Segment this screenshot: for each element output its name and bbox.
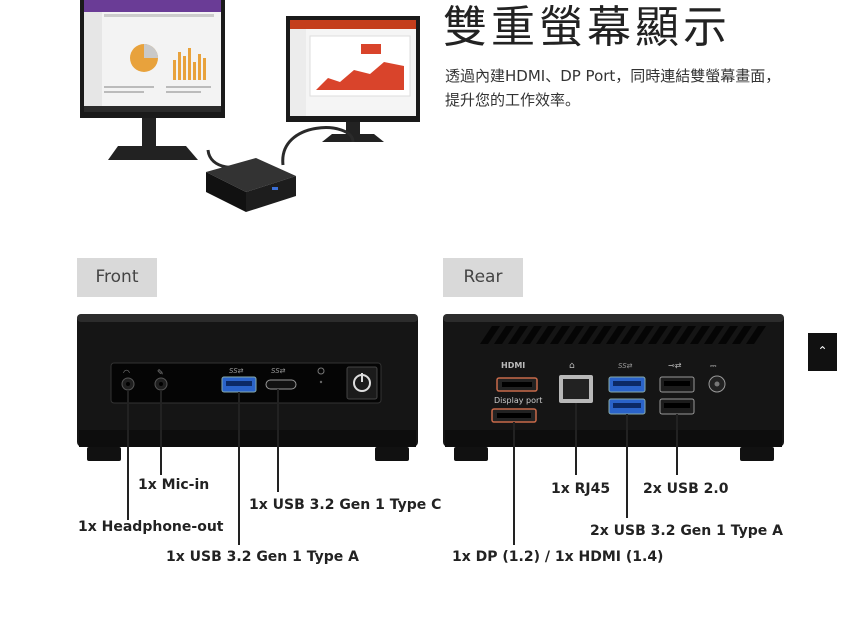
label-usb2: 2x USB 2.0 — [643, 481, 729, 497]
port-label-display-port: Display port — [494, 396, 542, 405]
scroll-to-top-button[interactable]: ⌃ — [808, 333, 837, 371]
tab-rear[interactable]: Rear — [443, 258, 523, 297]
svg-text:⊸⇄: ⊸⇄ — [668, 361, 682, 370]
svg-text:✎: ✎ — [157, 368, 164, 377]
label-mic-in: 1x Mic-in — [138, 477, 210, 493]
label-usb3-type-a-rear: 2x USB 3.2 Gen 1 Type A — [590, 523, 783, 539]
svg-text:⌂: ⌂ — [569, 361, 575, 371]
rear-panel-image: HDMI Display port ⌂ SS⇄ ⊸⇄ ⎓ — [443, 314, 784, 545]
svg-text:◠: ◠ — [123, 368, 130, 377]
hero-title: 雙重螢幕顯示 — [443, 2, 731, 53]
port-label-hdmi: HDMI — [501, 361, 525, 370]
dual-monitor-illustration — [80, 0, 420, 212]
power-button — [346, 366, 378, 400]
label-headphone-out: 1x Headphone-out — [78, 519, 224, 535]
tab-front[interactable]: Front — [77, 258, 157, 297]
label-rj45: 1x RJ45 — [551, 481, 611, 497]
svg-text:SS⇄: SS⇄ — [618, 362, 633, 370]
hero-description: 透過內建HDMI、DP Port，同時連結雙螢幕畫面，提升您的工作效率。 — [445, 67, 781, 109]
usb-c-port — [265, 379, 297, 390]
label-usb-type-a-front: 1x USB 3.2 Gen 1 Type A — [166, 549, 359, 565]
label-dp-hdmi: 1x DP (1.2) / 1x HDMI (1.4) — [452, 549, 664, 565]
label-usb-type-c: 1x USB 3.2 Gen 1 Type C — [249, 497, 442, 513]
svg-text:SS⇄: SS⇄ — [229, 367, 244, 375]
svg-text:⎓: ⎓ — [710, 361, 717, 370]
front-panel-image: ◠ ✎ SS⇄ SS⇄ — [77, 314, 418, 545]
chevron-up-icon: ⌃ — [817, 344, 828, 358]
svg-text:SS⇄: SS⇄ — [271, 367, 286, 375]
